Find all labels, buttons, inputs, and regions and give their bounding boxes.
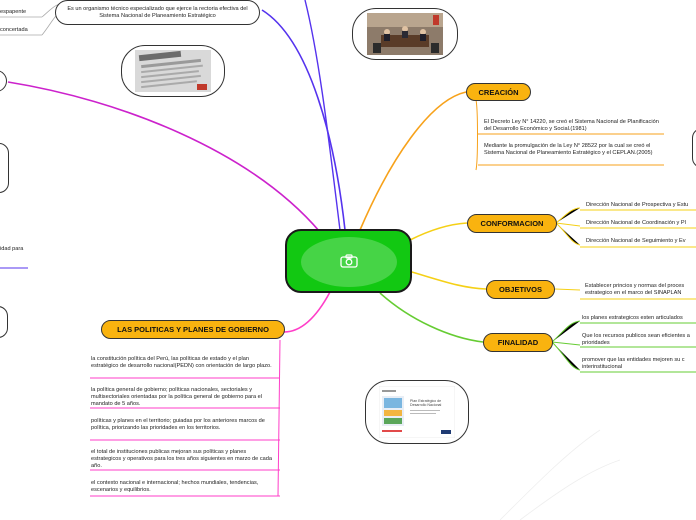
politicas-item-2: la política general de gobierno; polític… [91, 387, 263, 407]
conformacion-item-1: Dirección Nacional de Prospectiva y Estu [586, 202, 689, 208]
link-objetivos [404, 269, 487, 290]
politicas-item-3: políticas y planes en el territorio; gui… [91, 418, 265, 431]
link-creacion [359, 91, 467, 231]
conformacion-item-3: Dirección Nacional de Seguimiento y Ev [586, 238, 686, 244]
left-edge-item-3: idad para [0, 246, 24, 252]
document-cover-title: Plan Estratégico de [410, 399, 441, 403]
newspaper-image-box[interactable] [121, 45, 225, 97]
newspaper-photo [135, 50, 211, 92]
finalidad-item-3: promover que las entidades mejoren su c … [582, 357, 685, 370]
svg-text:Desarrollo Nacional: Desarrollo Nacional [410, 403, 442, 407]
topic-conformacion[interactable]: CONFORMACION [467, 214, 557, 233]
link-upper-left [7, 81, 321, 233]
link-politicas-list [277, 339, 281, 497]
objetivos-item-1: Establecer princios y normas del proces … [585, 283, 685, 296]
topic-finalidad[interactable]: FINALIDAD [483, 333, 553, 352]
meeting-photo [367, 13, 443, 55]
politicas-item-1: la constitución política del Perú, las p… [91, 356, 272, 369]
topic-creacion[interactable]: CREACIÓN [466, 83, 531, 101]
left-edge-item-1: espapente [0, 9, 27, 15]
top-node-text: Es un organismo técnico especializado qu… [67, 6, 248, 19]
document-image-box[interactable]: Plan Estratégico de Desarrollo Nacional [365, 380, 469, 444]
topic-politicas[interactable]: LAS POLITICAS Y PLANES DE GOBIERNO [101, 320, 285, 339]
link-top-node-2 [304, 0, 341, 231]
politicas-item-5: el contexto nacional e internacional; he… [91, 480, 259, 493]
link-finalidad [379, 292, 484, 343]
creacion-item-2: Mediante la promulgación de la Ley N° 28… [484, 143, 653, 156]
central-node[interactable] [285, 229, 412, 293]
conformacion-item-2: Dirección Nacional de Coordinación y Pl [586, 220, 686, 226]
link-politicas [283, 291, 331, 333]
meeting-image-box[interactable] [352, 8, 458, 60]
politicas-item-4: el total de instituciones publicas mejor… [91, 449, 272, 469]
link-top-node [261, 9, 346, 231]
finalidad-item-2: Que los recursos publicos sean eficiente… [582, 333, 690, 346]
document-cover: Plan Estratégico de Desarrollo Nacional [379, 386, 455, 438]
creacion-item-1: El Decreto Ley N° 14220, se creó el Sist… [484, 119, 659, 132]
right-partial-node[interactable] [692, 128, 696, 168]
camera-icon[interactable] [340, 254, 358, 268]
left-edge-item-2: concertada [0, 27, 28, 33]
top-node[interactable]: Es un organismo técnico especializado qu… [55, 0, 260, 25]
finalidad-item-1: los planes estrategicos esten articulado… [582, 315, 683, 321]
topic-objetivos[interactable]: OBJETIVOS [486, 280, 555, 299]
left-partial-node-2[interactable] [0, 143, 9, 193]
link-conformacion [409, 222, 468, 241]
